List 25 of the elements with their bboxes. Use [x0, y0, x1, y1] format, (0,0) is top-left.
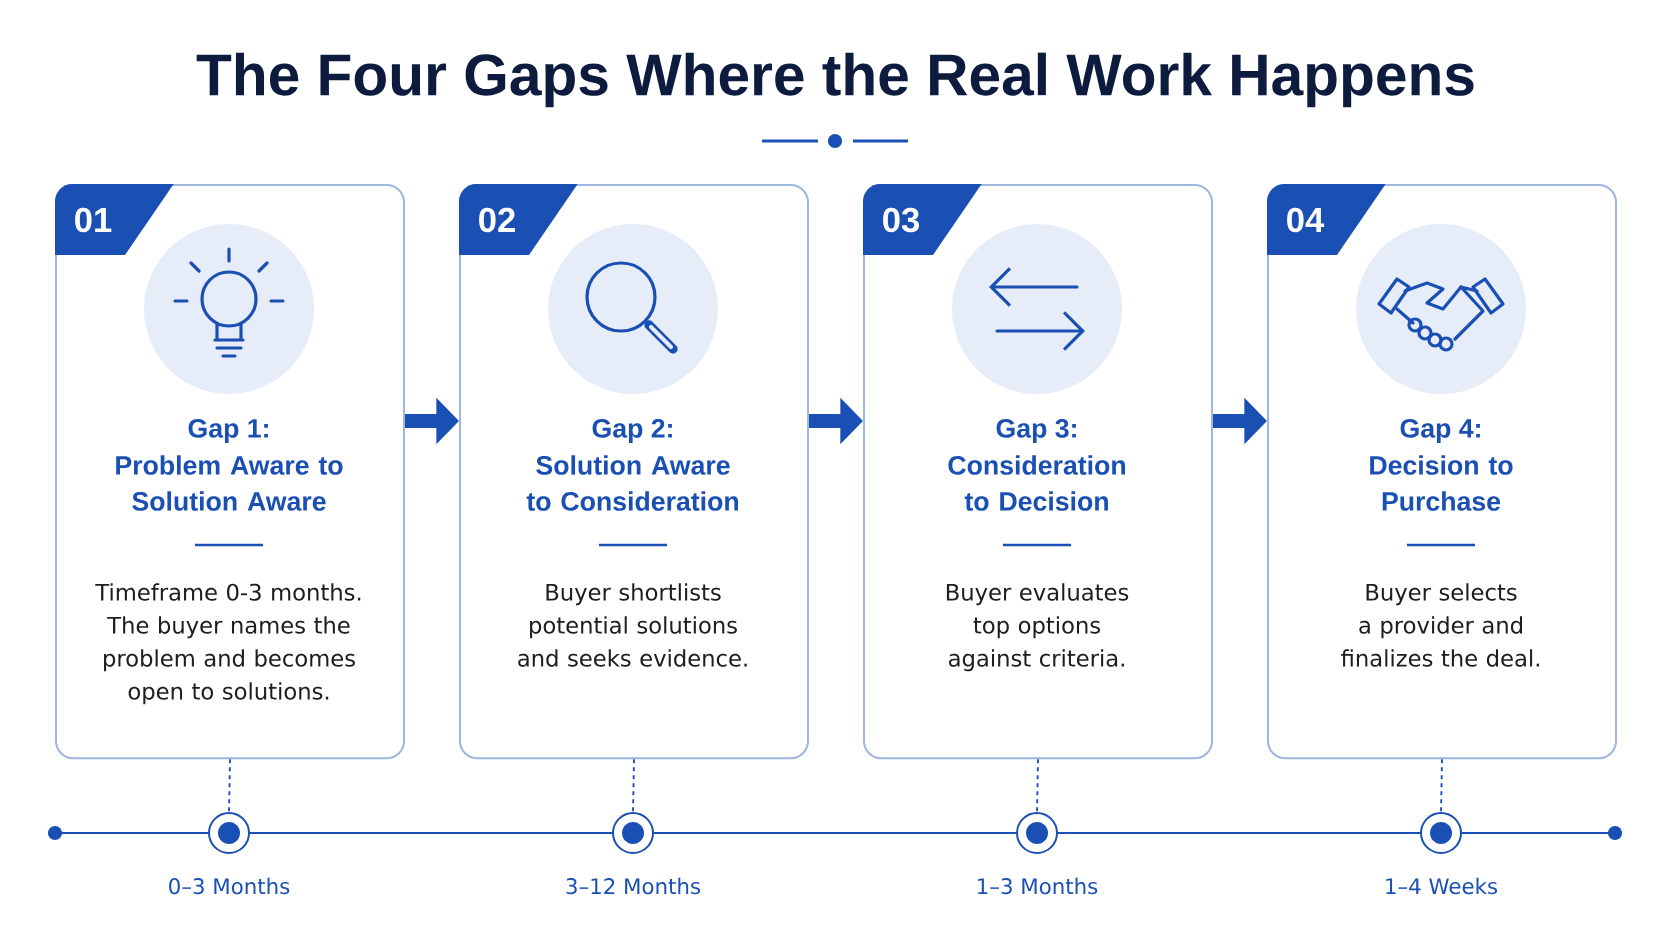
duration-label: 1–4 Weeks	[1386, 877, 1498, 895]
gap-title: Solution Aware to Consideration	[526, 455, 738, 511]
duration-label: 3–12 Months	[566, 877, 701, 895]
gap-number: Gap 2:	[592, 418, 672, 444]
duration-label: 0–3 Months	[169, 877, 290, 895]
connector-line	[1440, 758, 1443, 813]
number-badge: 04	[1267, 184, 1387, 255]
description-text: Buyer evaluates top options against criteria.	[946, 583, 1129, 672]
gap-number: Gap 3:	[996, 418, 1076, 444]
number-badge: 02	[459, 184, 579, 255]
gap-title: Problem Aware to Solution Aware	[116, 455, 343, 511]
gap-title: Consideration to Decision	[948, 455, 1125, 511]
connector-line	[228, 758, 231, 813]
duration-label: 1–3 Months	[978, 877, 1098, 895]
title: The Four Gaps Where the Real Work Happens	[196, 52, 1474, 108]
gap-number: Gap 1:	[188, 418, 268, 444]
gap-number: Gap 4:	[1400, 418, 1480, 444]
gap-title: Decision to Purchase	[1370, 455, 1513, 511]
connector-line	[1036, 758, 1039, 813]
description-text: Buyer selects a provider and finalizes the deal.	[1341, 583, 1539, 667]
connector-line	[632, 758, 635, 813]
number-badge: 01	[55, 184, 175, 255]
description-text: Buyer shortlists potential solutions and seeks evidence.	[518, 583, 747, 667]
description-text: Timeframe 0-3 months. The buyer names the problem and becomes open to solutions.	[95, 583, 361, 705]
number-badge: 03	[863, 184, 983, 255]
